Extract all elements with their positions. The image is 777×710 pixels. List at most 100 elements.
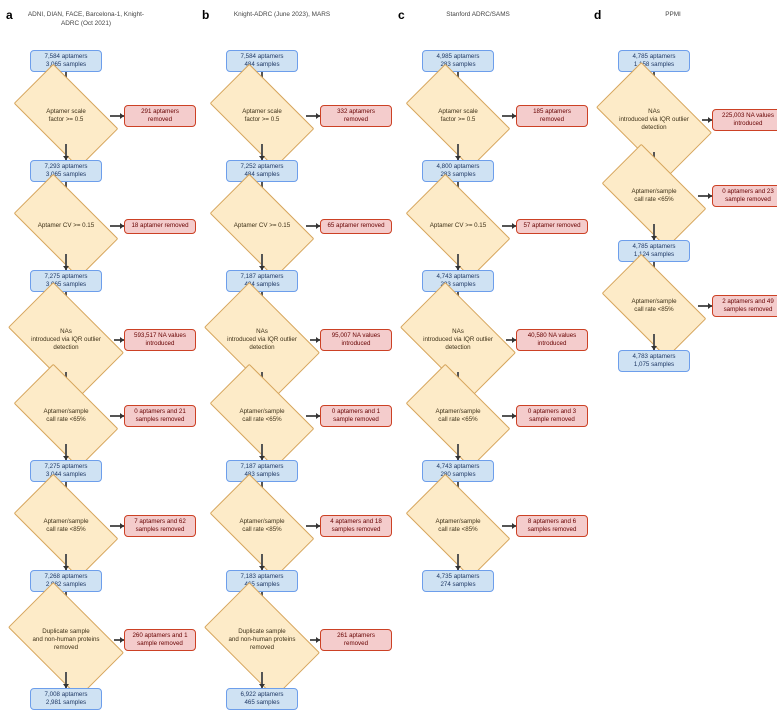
arrowhead-down bbox=[63, 565, 69, 570]
connector-horizontal bbox=[502, 525, 516, 527]
decision-diamond: Duplicate sample and non-human proteins … bbox=[8, 582, 124, 698]
panel-title-b: Knight-ADRC (June 2023), MARS bbox=[233, 11, 331, 18]
connector-vertical bbox=[65, 254, 67, 270]
removed-box: 18 aptamer removed bbox=[124, 218, 196, 234]
arrowhead-right bbox=[119, 637, 124, 643]
decision-diamond-label: Aptamer scale factor >= 0.5 bbox=[242, 107, 282, 123]
decision-diamond: NAs introduced via IQR outlier detection bbox=[8, 282, 124, 398]
connector-horizontal bbox=[502, 115, 516, 117]
panel-a: a ADNI, DIAN, FACE, Barcelona-1, Knight-… bbox=[0, 0, 196, 710]
connector-horizontal bbox=[306, 415, 320, 417]
removed-box-label: 57 aptamer removed bbox=[523, 221, 581, 229]
decision-diamond-label: Aptamer/sample call rate <65% bbox=[239, 407, 285, 423]
arrowhead-down bbox=[259, 265, 265, 270]
connector-horizontal bbox=[306, 225, 320, 227]
connector-vertical bbox=[65, 144, 67, 160]
decision-diamond: NAs introduced via IQR outlier detection bbox=[400, 282, 516, 398]
connector-horizontal bbox=[114, 339, 124, 341]
arrowhead-right bbox=[315, 113, 320, 119]
decision-diamond: Aptamer/sample call rate <65% bbox=[209, 363, 315, 469]
arrowhead-right bbox=[119, 413, 124, 419]
arrowhead-down bbox=[259, 683, 265, 688]
decision-diamond-label: Aptamer/sample call rate <85% bbox=[435, 517, 481, 533]
decision-diamond: Aptamer scale factor >= 0.5 bbox=[13, 63, 119, 169]
arrowhead-right bbox=[511, 523, 516, 529]
decision-diamond-label: Duplicate sample and non-human proteins … bbox=[32, 627, 100, 652]
arrowhead-down bbox=[455, 455, 461, 460]
arrowhead-right bbox=[511, 413, 516, 419]
arrowhead-right bbox=[511, 113, 516, 119]
arrowhead-right bbox=[119, 113, 124, 119]
removed-box: 65 aptamer removed bbox=[320, 218, 392, 234]
panel-title-d: PPMI bbox=[665, 11, 681, 18]
decision-diamond: Aptamer/sample call rate <65% bbox=[405, 363, 511, 469]
connector-horizontal bbox=[306, 115, 320, 117]
decision-diamond-label: Aptamer CV >= 0.15 bbox=[233, 221, 291, 229]
arrowhead-right bbox=[119, 337, 124, 343]
decision-diamond-label: Aptamer/sample call rate <85% bbox=[43, 517, 89, 533]
decision-diamond-label: Aptamer/sample call rate <85% bbox=[239, 517, 285, 533]
panel-letter-d: d bbox=[594, 8, 602, 22]
connector-vertical bbox=[261, 254, 263, 270]
arrowhead-down bbox=[259, 565, 265, 570]
arrowhead-right bbox=[119, 223, 124, 229]
decision-diamond: Aptamer/sample call rate <85% bbox=[13, 473, 119, 579]
arrowhead-down bbox=[259, 155, 265, 160]
connector-horizontal bbox=[310, 639, 320, 641]
arrowhead-down bbox=[455, 155, 461, 160]
decision-diamond: NAs introduced via IQR outlier detection bbox=[204, 282, 320, 398]
connector-vertical bbox=[653, 334, 655, 350]
connector-horizontal bbox=[110, 225, 124, 227]
arrowhead-right bbox=[315, 223, 320, 229]
decision-diamond: Duplicate sample and non-human proteins … bbox=[204, 582, 320, 698]
decision-diamond-label: NAs introduced via IQR outlier detection bbox=[31, 327, 101, 352]
decision-diamond-label: Aptamer scale factor >= 0.5 bbox=[438, 107, 478, 123]
arrowhead-right bbox=[119, 523, 124, 529]
removed-box: 57 aptamer removed bbox=[516, 218, 588, 234]
connector-vertical bbox=[65, 444, 67, 460]
connector-horizontal bbox=[502, 415, 516, 417]
